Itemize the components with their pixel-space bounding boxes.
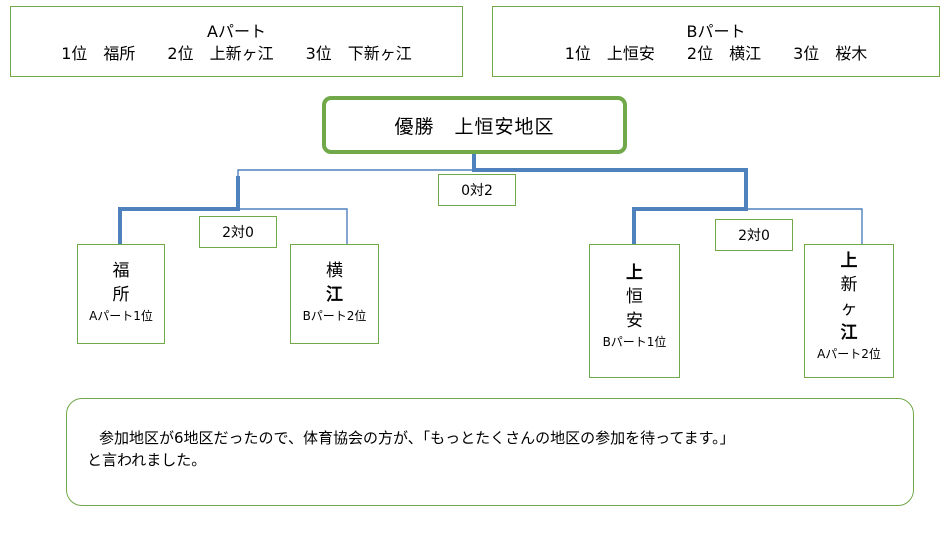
part-a-ranking: 1位 福所 2位 上新ヶ江 3位 下新ヶ江: [61, 44, 412, 63]
right-semi-loser-line: [745, 208, 863, 245]
left-semi-winner-line: [118, 207, 240, 246]
team-kamishingae-char-2: 新: [840, 275, 858, 295]
team-kamitsuneyasu-char-1: 上: [626, 263, 643, 283]
team-kamishingae-char-4: 江: [840, 323, 858, 343]
team-kamitsuneyasu-part: Bパート1位: [602, 335, 667, 349]
team-yokoe-part: Bパート2位: [302, 309, 367, 323]
right-semi-winner-line: [632, 207, 748, 246]
part-a-title: Aパート: [207, 22, 266, 41]
final-score: 0対2: [438, 174, 516, 206]
team-kamishingae-char-1: 上: [840, 251, 858, 271]
team-fukusho-part: Aパート1位: [89, 309, 153, 323]
team-kamitsuneyasu-char-3: 安: [626, 311, 643, 331]
part-b-title: Bパート: [686, 22, 746, 41]
part-b-ranking: 1位 上恒安 2位 横江 3位 桜木: [564, 44, 868, 63]
right-semi-score: 2対0: [715, 219, 793, 251]
team-kamishingae: 上 新 ヶ 江 Aパート2位: [804, 244, 894, 378]
left-semi-score: 2対0: [199, 216, 277, 248]
team-yokoe: 横 江 Bパート2位: [290, 244, 379, 344]
team-yokoe-char-1: 横: [326, 261, 343, 281]
part-b-box: Bパート 1位 上恒安 2位 横江 3位 桜木: [492, 6, 940, 77]
team-kamitsuneyasu-char-2: 恒: [626, 287, 643, 307]
team-yokoe-char-2: 江: [326, 285, 343, 305]
note-box: 参加地区が6地区だったので、体育協会の方が、「もっとたくさんの地区の参加を待って…: [66, 398, 914, 506]
team-kamishingae-part: Aパート2位: [817, 347, 881, 361]
team-kamitsuneyasu: 上 恒 安 Bパート1位: [589, 244, 680, 378]
left-semi-loser-line: [237, 208, 348, 245]
team-kamishingae-char-3: ヶ: [840, 299, 858, 319]
team-fukusho: 福 所 Aパート1位: [77, 244, 165, 344]
note-line-1: 参加地区が6地区だったので、体育協会の方が、「もっとたくさんの地区の参加を待って…: [99, 429, 735, 447]
final-right-line-winner: [472, 168, 748, 211]
team-fukusho-char-2: 所: [112, 285, 130, 305]
note-line-2: と言われました。: [87, 451, 207, 469]
team-fukusho-char-1: 福: [112, 261, 130, 281]
part-a-box: Aパート 1位 福所 2位 上新ヶ江 3位 下新ヶ江: [10, 6, 463, 77]
champion-box: 優勝 上恒安地区: [322, 96, 627, 154]
